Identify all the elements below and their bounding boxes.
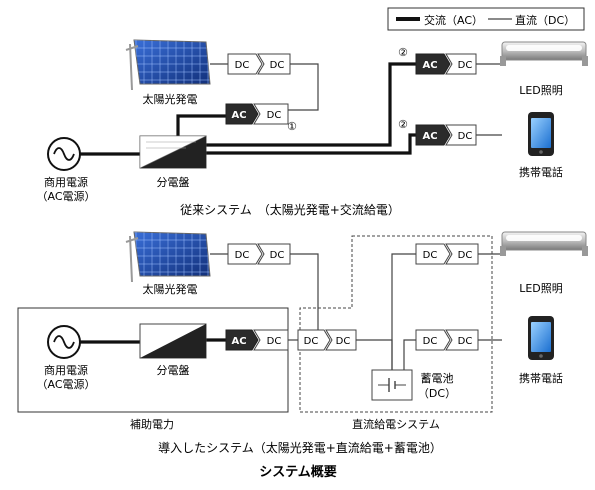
bottom-led-light-icon [500, 231, 588, 256]
bottom-phone-label: 携帯電話 [519, 371, 563, 385]
bottom-grid-label-2: （AC電源） [36, 377, 95, 391]
top-caption: 従来システム （太陽光発電+交流給電） [180, 202, 400, 217]
svg-text:DC: DC [235, 60, 250, 71]
dc-system-label: 直流給電システム [352, 417, 440, 431]
bottom-panel-label: 分電盤 [157, 364, 190, 377]
marker-two-lower: ② [398, 118, 408, 131]
top-ac-source-icon [47, 137, 81, 171]
top-acdc-led-converter: AC DC [415, 53, 477, 75]
top-grid-label-1: 商用電源 [44, 175, 88, 189]
svg-text:DC: DC [458, 250, 473, 261]
svg-text:DC: DC [423, 336, 438, 347]
aux-power-box [17, 307, 289, 413]
svg-text:DC: DC [270, 250, 285, 261]
battery-label-1: 蓄電池 [421, 372, 454, 385]
bottom-caption: 導入したシステム（太陽光発電+直流給電+蓄電池） [158, 440, 442, 455]
svg-text:DC: DC [304, 336, 319, 347]
svg-text:AC: AC [231, 110, 246, 121]
top-phone-label: 携帯電話 [519, 165, 563, 179]
top-grid-label-2: （AC電源） [36, 189, 95, 203]
legend: 交流（AC） 直流（DC） [387, 7, 585, 31]
bottom-acdc-converter: AC DC [225, 329, 289, 351]
svg-text:AC: AC [422, 131, 437, 142]
top-panel-label: 分電盤 [157, 176, 190, 189]
top-dcdc-converter: DC DC [227, 53, 291, 75]
bottom-distribution-panel-icon [139, 323, 207, 359]
svg-text:DC: DC [458, 60, 473, 71]
svg-text:DC: DC [267, 110, 282, 121]
bottom-solar-label: 太陽光発電 [143, 282, 198, 296]
bottom-led-dcdc-converter: DC DC [415, 243, 479, 265]
bottom-central-dcdc-converter: DC DC [297, 329, 357, 351]
top-solar-label: 太陽光発電 [143, 92, 198, 106]
bottom-led-label: LED照明 [519, 282, 563, 295]
bottom-wires [80, 253, 502, 370]
top-led-light-icon [500, 41, 588, 66]
svg-text:DC: DC [423, 250, 438, 261]
top-phone-icon [528, 112, 554, 156]
top-wires [80, 62, 502, 156]
top-led-label: LED照明 [519, 84, 563, 97]
dc-system-dashed-box [299, 235, 493, 413]
aux-power-label: 補助電力 [130, 417, 174, 431]
legend-ac-label: 交流（AC） [424, 13, 483, 27]
bottom-solar-panel-icon [125, 231, 211, 283]
svg-text:AC: AC [422, 60, 437, 71]
bottom-ac-source-icon [47, 325, 81, 359]
svg-text:DC: DC [270, 60, 285, 71]
top-acdc-inverter: AC DC [225, 103, 289, 125]
bottom-phone-icon [528, 316, 554, 360]
svg-text:DC: DC [458, 336, 473, 347]
top-acdc-phone-converter: AC DC [415, 124, 477, 146]
top-solar-panel-icon [125, 39, 211, 91]
marker-two-upper: ② [398, 46, 408, 59]
marker-one: ① [287, 120, 297, 133]
bottom-grid-label-1: 商用電源 [44, 363, 88, 377]
top-distribution-panel-icon [139, 135, 207, 169]
bottom-solar-dcdc-converter: DC DC [227, 243, 291, 265]
svg-text:DC: DC [267, 336, 282, 347]
battery-icon [371, 369, 413, 401]
page-title: システム概要 [259, 464, 337, 480]
svg-text:DC: DC [458, 131, 473, 142]
svg-text:AC: AC [231, 336, 246, 347]
legend-dc-label: 直流（DC） [515, 13, 575, 27]
svg-text:DC: DC [336, 336, 351, 347]
bottom-phone-dcdc-converter: DC DC [415, 329, 479, 351]
svg-text:DC: DC [235, 250, 250, 261]
battery-label-2: （DC） [418, 387, 456, 400]
